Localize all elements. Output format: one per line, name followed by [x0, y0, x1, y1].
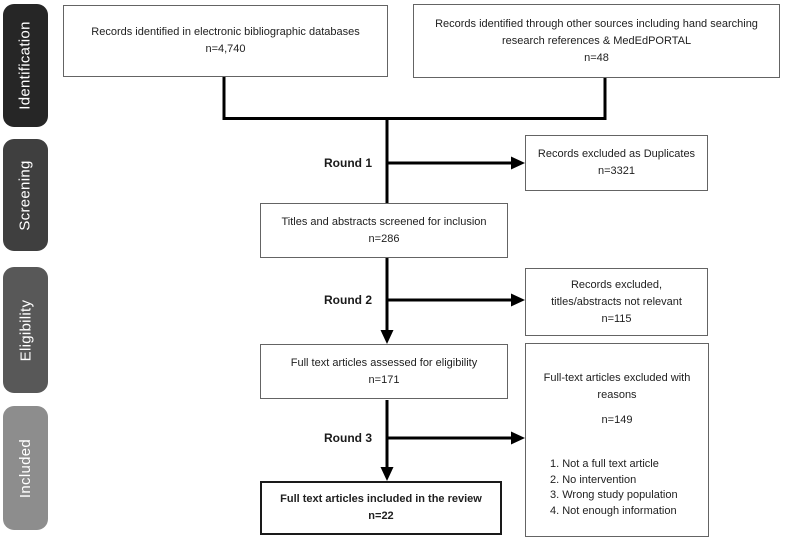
box-count: n=22 [368, 510, 394, 522]
round1-arrowhead-icon [511, 156, 525, 170]
stage-identification-label: Identification [17, 21, 35, 110]
box-count: n=4,740 [205, 43, 246, 55]
box-excluded-not-relevant: Records excluded, titles/abstracts not r… [525, 268, 708, 336]
box-excluded-duplicates: Records excluded as Duplicates n=3321 [525, 135, 708, 191]
box-text: Records excluded as Duplicates [537, 148, 696, 160]
round3-arrowhead-icon [511, 431, 525, 445]
box-records-other-sources: Records identified through other sources… [413, 4, 780, 78]
stage-included-label: Included [17, 438, 34, 498]
round2-arrowhead-icon [511, 293, 525, 307]
box-text: titles/abstracts not relevant [551, 295, 682, 308]
box-text: Records excluded, [570, 278, 663, 291]
box-text: Full-text articles excluded with reasons [543, 372, 691, 401]
box-included-in-review: Full text articles included in the revie… [260, 481, 502, 535]
round3-down-arrowhead-icon [380, 467, 394, 481]
box-fulltext-assessed: Full text articles assessed for eligibil… [260, 344, 508, 399]
stage-included: Included [3, 406, 48, 530]
stage-screening-label: Screening [17, 159, 34, 231]
round2-down-arrowhead-icon [380, 330, 394, 344]
round-3-label: Round 3 [324, 431, 372, 445]
exclusion-reason-item: 4. Not enough information [550, 504, 677, 517]
box-count: n=115 [601, 312, 632, 325]
box-text: Titles and abstracts screened for inclus… [281, 215, 487, 228]
box-text: Full text articles included in the revie… [280, 493, 482, 505]
box-count: n=149 [601, 414, 633, 426]
box-text: Records identified in electronic bibliog… [91, 26, 360, 38]
exclusion-reasons-list: 1. Not a full text article 2. No interve… [550, 457, 684, 519]
box-count: n=171 [368, 373, 400, 386]
exclusion-reason-item: 1. Not a full text article [550, 458, 659, 470]
box-count: n=48 [584, 51, 609, 64]
box-count: n=3321 [597, 165, 635, 177]
box-fulltext-excluded-reasons: Full-text articles excluded with reasons… [525, 343, 709, 537]
box-count: n=286 [368, 232, 400, 245]
merge-connector [222, 77, 607, 120]
stage-identification: Identification [3, 4, 48, 127]
round-1-label: Round 1 [324, 156, 372, 170]
round-2-label: Round 2 [324, 293, 372, 307]
box-text: Full text articles assessed for eligibil… [290, 356, 478, 369]
exclusion-reason-item: 2. No intervention [550, 473, 637, 486]
stage-eligibility: Eligibility [3, 267, 48, 393]
stage-screening: Screening [3, 139, 48, 251]
box-text: research references & MedEdPORTAL [501, 34, 692, 47]
box-records-electronic-databases: Records identified in electronic bibliog… [63, 5, 388, 77]
box-text: Records identified through other sources… [435, 17, 758, 30]
exclusion-reason-item: 3. Wrong study population [550, 489, 678, 501]
stage-eligibility-label: Eligibility [17, 299, 34, 361]
box-titles-abstracts-screened: Titles and abstracts screened for inclus… [260, 203, 508, 258]
